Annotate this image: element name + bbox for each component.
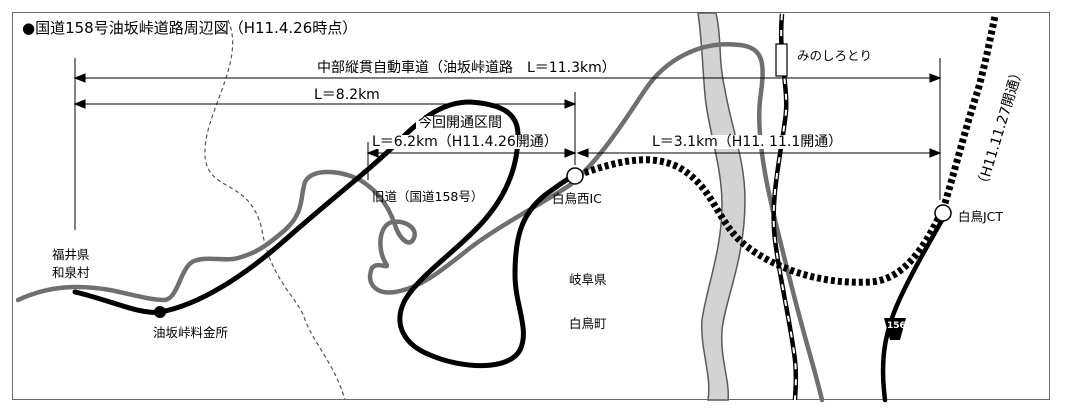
map-title: ●国道158号油坂峠道路周辺図（H11.4.26時点） — [22, 19, 358, 37]
expressway-future — [576, 156, 944, 286]
dimension-first — [73, 99, 577, 109]
railway-ties — [772, 13, 797, 401]
dimension-second — [576, 148, 942, 158]
expressway-opened — [72, 99, 578, 369]
shirotori-town-label: 白鳥町 — [569, 316, 607, 331]
tollgate-label: 油坂峠料金所 — [153, 325, 229, 340]
station-marker — [775, 43, 788, 77]
shirotori-jct-marker — [934, 204, 952, 222]
shirotori-nishi-ic-label: 白鳥西IC — [552, 191, 602, 206]
dimension-second-label: L＝3.1km（H11. 11.1開通） — [650, 134, 845, 150]
current-section-heading: 今回開通区間 — [416, 115, 504, 131]
route-156-number: 156 — [887, 321, 906, 331]
shirotori-nishi-ic-marker — [566, 167, 584, 185]
tollgate-marker — [154, 306, 166, 318]
old-road-label: 旧道（国道158号） — [372, 189, 484, 204]
old-road-158 — [15, 169, 573, 303]
dimension-total — [73, 73, 942, 83]
minoshirotori-station-label: みのしろとり — [797, 48, 873, 63]
route-156-road — [880, 212, 948, 403]
extension-lines — [74, 58, 941, 230]
prefectural-boundary — [204, 19, 346, 401]
route-156-shield — [884, 318, 906, 340]
dimension-current — [366, 148, 577, 158]
dimension-current-label: L＝6.2km（H11.4.26開通） — [370, 134, 560, 150]
fukui-pref-label: 福井県 — [52, 247, 90, 262]
old-road-north — [567, 41, 825, 403]
dimension-first-label: L＝8.2km — [312, 87, 382, 103]
shirotori-jct-label: 白鳥JCT — [958, 209, 1004, 224]
expressway-future-north — [939, 15, 999, 212]
river — [697, 12, 746, 401]
izumi-village-label: 和泉村 — [52, 265, 90, 280]
gifu-pref-label: 岐阜県 — [569, 272, 607, 287]
dimension-total-label: 中部縦貫自動車道（油坂峠道路 L＝11.3km） — [315, 60, 618, 76]
